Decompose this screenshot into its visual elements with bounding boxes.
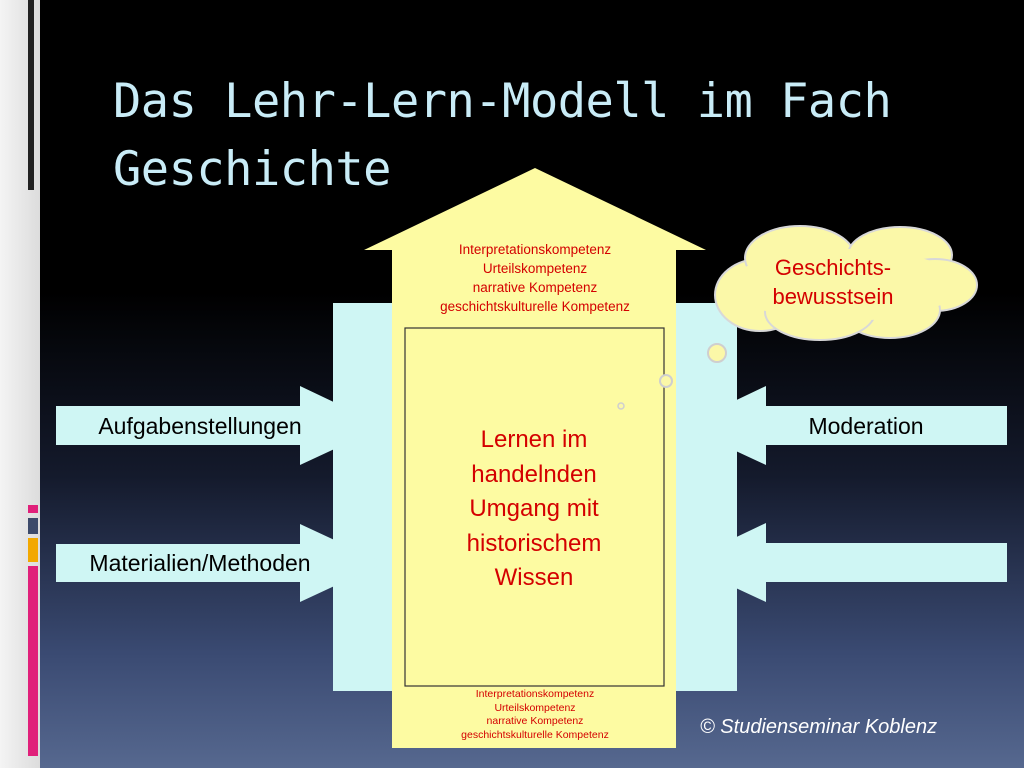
competence-bottom-3: narrative Kompetenz	[486, 715, 584, 727]
arrow-label-materialien: Materialien/Methoden	[89, 550, 311, 576]
competence-top-1: Interpretationskompetenz	[458, 242, 612, 257]
competences-top: Interpretationskompetenz Urteilskompeten…	[395, 240, 675, 316]
slide-title: Das Lehr-Lern-Modell im Fach Geschichte	[113, 74, 892, 197]
thought-cloud-fill	[730, 249, 960, 321]
center-line-1: Lernen im	[480, 426, 588, 453]
arrow-label-aufgabenstellungen: Aufgabenstellungen	[98, 413, 302, 439]
thought-bubble-large	[707, 343, 727, 363]
cloud-text: Geschichts- bewusstsein	[738, 253, 928, 311]
arrow-left-bottom-shape	[56, 524, 384, 602]
cloud-line-2: bewusstsein	[772, 284, 894, 309]
left-decorative-bar	[0, 0, 40, 768]
cloud-line-1: Geschichts-	[774, 255, 892, 280]
competence-top-2: Urteilskompetenz	[482, 261, 588, 276]
thought-bubble-medium	[659, 374, 673, 388]
competence-bottom-2: Urteilskompetenz	[494, 701, 576, 714]
house-arrow-shape	[364, 168, 706, 748]
arrow-left-top-shape	[56, 386, 384, 465]
competence-bottom-4: geschichtskulturelle Kompetenz	[461, 728, 609, 741]
bar-stripe-dark	[28, 0, 34, 190]
center-line-4: historischem	[466, 529, 602, 557]
bar-stripe-blue	[28, 518, 38, 534]
center-learning-text: Lernen im handelnden Umgang mit historis…	[408, 423, 660, 596]
bar-stripe-magenta	[28, 566, 38, 756]
center-line-2: handelnden	[471, 460, 597, 488]
competence-top-3: narrative Kompetenz	[472, 280, 598, 295]
competences-bottom: Interpretationskompetenz Urteilskompeten…	[395, 688, 675, 742]
competence-bottom-1: Interpretationskompetenz	[475, 688, 595, 700]
arrow-right-bottom-shape	[682, 523, 1007, 602]
competence-top-4: geschichtskulturelle Kompetenz	[440, 299, 630, 314]
thought-bubble-small	[617, 402, 625, 410]
center-line-3: Umgang mit	[469, 495, 599, 522]
copyright-notice: © Studienseminar Koblenz	[700, 716, 938, 738]
center-line-5: Wissen	[494, 564, 574, 591]
arrow-label-moderation: Moderation	[808, 413, 924, 439]
arrow-right-top-shape	[682, 386, 1007, 465]
bar-stripe-pink	[28, 505, 38, 513]
bar-stripe-orange	[28, 538, 38, 562]
inner-box	[404, 327, 665, 687]
